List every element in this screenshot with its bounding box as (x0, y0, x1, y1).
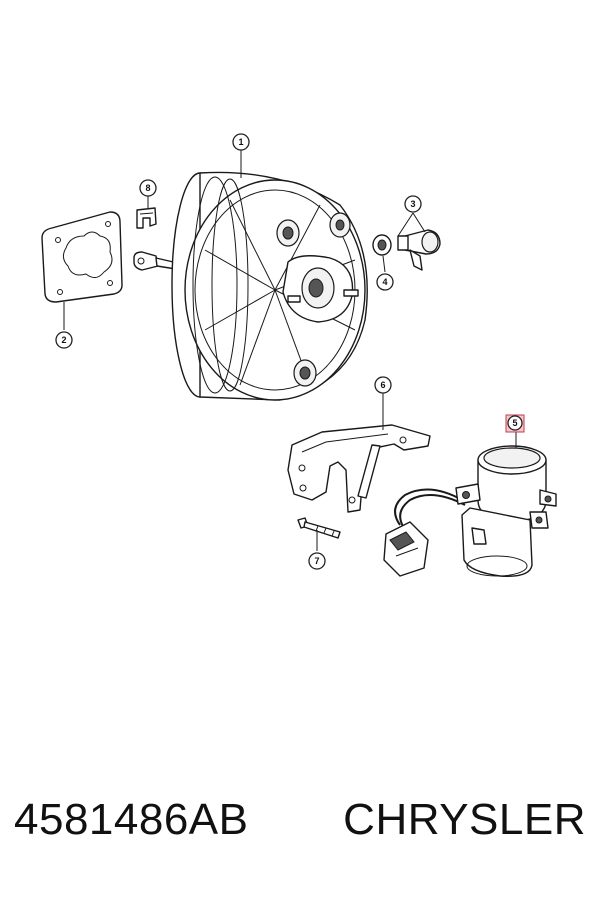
callout-2: 2 (55, 331, 73, 349)
vacuum-pump (383, 445, 557, 577)
brand-name: CHRYSLER (343, 795, 586, 844)
brake-booster (171, 171, 368, 401)
callout-6: 6 (374, 376, 392, 394)
callout-7-label: 7 (314, 556, 319, 566)
callout-5-label: 5 (512, 418, 517, 428)
callout-3: 3 (404, 195, 422, 213)
callout-4-label: 4 (382, 277, 387, 287)
gasket-plate (41, 211, 123, 303)
callout-5: 5 (505, 414, 525, 433)
callout-6-label: 6 (380, 380, 385, 390)
callout-8-label: 8 (145, 183, 150, 193)
callout-1-label: 1 (238, 137, 243, 147)
part-number: 4581486AB (14, 795, 249, 844)
callout-1: 1 (232, 133, 250, 151)
grommet (372, 234, 392, 256)
callout-4: 4 (376, 273, 394, 291)
check-valve (397, 229, 441, 271)
pump-bracket (287, 424, 431, 513)
bolt-part (297, 517, 341, 539)
parts-diagram: 1 2 3 4 5 6 7 8 (41, 133, 557, 577)
footer: 4581486AB CHRYSLER (0, 795, 600, 865)
clip-part (136, 207, 157, 229)
callout-7: 7 (308, 552, 326, 570)
leader-lines (63, 150, 517, 551)
callout-8: 8 (139, 179, 157, 197)
callout-3-label: 3 (410, 199, 415, 209)
callout-2-label: 2 (61, 335, 66, 345)
